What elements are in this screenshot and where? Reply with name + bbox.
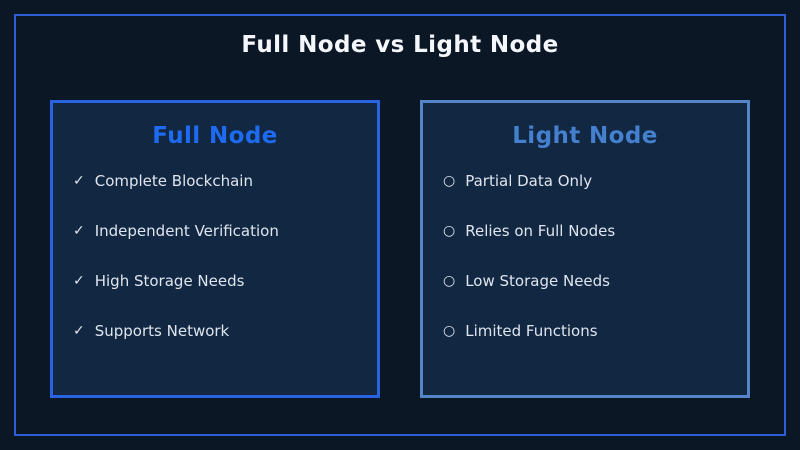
list-item-label: Complete Blockchain — [94, 172, 253, 190]
light-node-feature-list: ○ Partial Data Only ○ Relies on Full Nod… — [423, 156, 747, 356]
circle-icon: ○ — [443, 273, 456, 289]
checkmark-icon: ✓ — [73, 273, 85, 289]
list-item: ○ Partial Data Only — [423, 156, 747, 206]
list-item-label: Supports Network — [94, 322, 230, 340]
list-item-label: Partial Data Only — [465, 172, 593, 190]
card-title-full-node: Full Node — [152, 123, 278, 149]
card-light-node: Light Node ○ Partial Data Only ○ Relies … — [420, 100, 750, 398]
list-item: ✓ Supports Network — [53, 306, 377, 356]
circle-icon: ○ — [443, 173, 456, 189]
list-item: ○ Limited Functions — [423, 306, 747, 356]
outer-frame — [14, 14, 786, 436]
list-item-label: High Storage Needs — [94, 272, 245, 290]
list-item: ✓ Independent Verification — [53, 206, 377, 256]
page-title: Full Node vs Light Node — [241, 32, 559, 58]
circle-icon: ○ — [443, 223, 456, 239]
list-item: ○ Low Storage Needs — [423, 256, 747, 306]
list-item-label: Low Storage Needs — [465, 272, 610, 290]
list-item-label: Limited Functions — [465, 322, 598, 340]
full-node-feature-list: ✓ Complete Blockchain ✓ Independent Veri… — [53, 156, 377, 356]
checkmark-icon: ✓ — [73, 323, 85, 339]
checkmark-icon: ✓ — [73, 173, 85, 189]
card-title-light-node: Light Node — [512, 123, 658, 149]
list-item-label: Independent Verification — [94, 222, 279, 240]
list-item: ✓ High Storage Needs — [53, 256, 377, 306]
card-full-node: Full Node ✓ Complete Blockchain ✓ Indepe… — [50, 100, 380, 398]
list-item: ○ Relies on Full Nodes — [423, 206, 747, 256]
checkmark-icon: ✓ — [73, 223, 85, 239]
list-item-label: Relies on Full Nodes — [465, 222, 616, 240]
circle-icon: ○ — [443, 323, 456, 339]
list-item: ✓ Complete Blockchain — [53, 156, 377, 206]
